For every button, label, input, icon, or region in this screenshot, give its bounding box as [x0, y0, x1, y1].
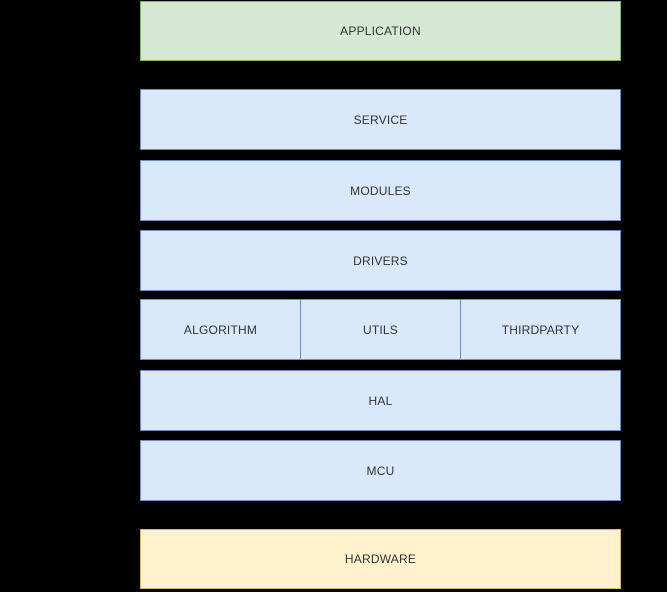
layer-modules-label: MODULES	[350, 183, 411, 198]
layer-service: SERVICE	[140, 89, 621, 150]
layer-algorithm-label: ALGORITHM	[183, 322, 258, 337]
layer-drivers: DRIVERS	[140, 230, 621, 291]
layer-drivers-label: DRIVERS	[353, 253, 408, 268]
layer-hardware-label: HARDWARE	[344, 552, 417, 566]
layer-modules: MODULES	[140, 160, 621, 221]
layer-thirdparty-label: THIRDPARTY	[501, 322, 580, 337]
layer-mcu-label: MCU	[366, 463, 395, 478]
layer-utils-label: UTILS	[362, 322, 398, 337]
layer-utils: UTILS	[300, 299, 461, 360]
layer-hardware: HARDWARE	[140, 529, 621, 589]
layer-hal: HAL	[140, 370, 621, 431]
layer-thirdparty: THIRDPARTY	[460, 299, 621, 360]
layer-algorithm: ALGORITHM	[140, 299, 301, 360]
layer-service-label: SERVICE	[353, 112, 408, 127]
layer-mcu: MCU	[140, 440, 621, 501]
layer-application-label: APPLICATION	[340, 24, 421, 38]
layer-application: APPLICATION	[140, 1, 621, 61]
layer-hal-label: HAL	[368, 393, 393, 408]
